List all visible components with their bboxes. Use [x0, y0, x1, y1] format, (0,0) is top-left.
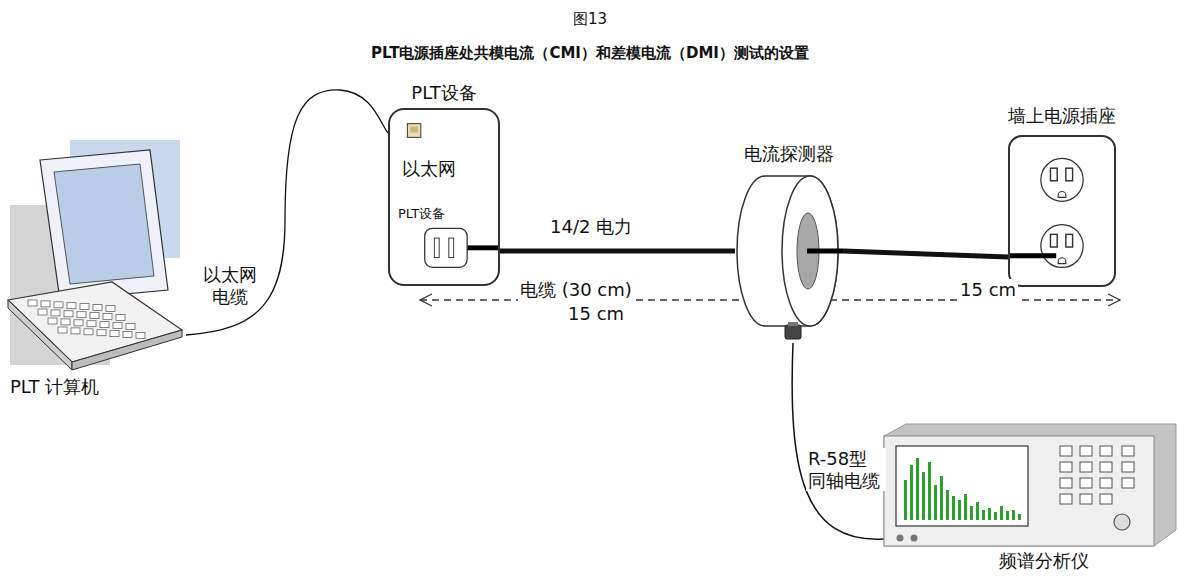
node-label: 频谱分析仪	[974, 550, 1114, 572]
edge-label: 14/2 电力	[548, 216, 634, 238]
node-label: 墙上电源插座	[994, 105, 1130, 127]
node-text: 以太网	[402, 158, 492, 180]
figure-title: 图13	[0, 10, 1180, 28]
dimension-text: 15 cm	[566, 303, 626, 325]
power-cable	[500, 249, 735, 254]
wall-outlet: 墙上电源插座	[1008, 135, 1116, 287]
computer-node: PLT 计算机	[8, 140, 186, 396]
subtitle: PLT电源插座处共模电流（CMI）和差模电流（DMI）测试的设置	[0, 44, 1180, 62]
power-cable	[843, 251, 1008, 257]
plt-device-box: PLT设备以太网PLT设备	[388, 108, 500, 286]
node-label: PLT 计算机	[10, 376, 184, 398]
node-shape	[735, 173, 843, 343]
current-probe: 电流探测器	[735, 173, 843, 343]
node-shape	[1010, 137, 1114, 285]
dimension-text: 15 cm	[958, 279, 1018, 301]
node-label: PLT设备	[378, 82, 510, 104]
edge-label: R-58型 同轴电缆	[806, 448, 886, 491]
node-shape	[390, 110, 498, 284]
cable	[792, 343, 884, 539]
edge-label: 以太网 电缆	[198, 264, 261, 307]
laptop-illustration	[8, 140, 182, 370]
node-text: PLT设备	[398, 206, 494, 222]
node-label: 电流探测器	[725, 143, 853, 165]
cable	[186, 90, 388, 335]
spectrum-analyzer: 频谱分析仪	[884, 424, 1176, 574]
dimension-text: 电缆 (30 cm)	[518, 279, 634, 301]
